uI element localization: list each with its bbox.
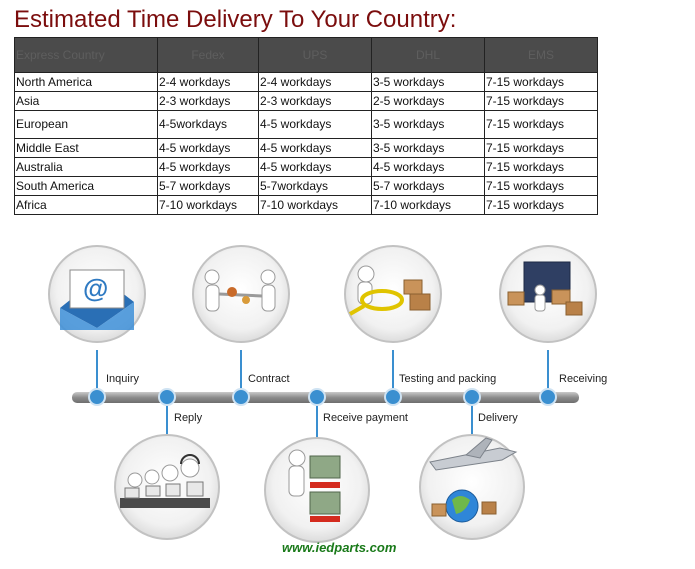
step-label-inquiry: Inquiry <box>106 373 140 385</box>
node-receiving <box>539 388 557 406</box>
header-ems: EMS <box>484 37 598 73</box>
table-cell: South America <box>14 176 158 196</box>
table-cell: 3-5 workdays <box>371 72 485 92</box>
table-cell: 4-5workdays <box>157 110 259 139</box>
table-cell: 7-15 workdays <box>484 138 598 158</box>
header-express-country: Express Country <box>14 37 158 73</box>
table-cell: 4-5 workdays <box>258 138 372 158</box>
svg-text:@: @ <box>83 273 108 303</box>
table-row: North America 2-4 workdays 2-4 workdays … <box>14 72 598 92</box>
table-cell: European <box>14 110 158 139</box>
table-cell: 5-7 workdays <box>371 176 485 196</box>
table-cell: Australia <box>14 157 158 177</box>
node-reply <box>158 388 176 406</box>
warehouse-truck-icon <box>499 245 597 343</box>
table-cell: 7-10 workdays <box>258 195 372 215</box>
table-cell: 7-10 workdays <box>371 195 485 215</box>
handshake-icon <box>192 245 290 343</box>
table-cell: 5-7workdays <box>258 176 372 196</box>
step-label-contract: Contract <box>248 373 290 385</box>
node-testing-packing <box>384 388 402 406</box>
table-cell: 3-5 workdays <box>371 138 485 158</box>
table-cell: 4-5 workdays <box>157 157 259 177</box>
magnifier-inspection-icon <box>344 245 442 343</box>
node-receive-payment <box>308 388 326 406</box>
table-cell: 2-3 workdays <box>258 91 372 111</box>
table-cell: 7-15 workdays <box>484 72 598 92</box>
table-cell: 7-10 workdays <box>157 195 259 215</box>
table-row: Africa 7-10 workdays 7-10 workdays 7-10 … <box>14 195 598 215</box>
table-cell: Asia <box>14 91 158 111</box>
table-cell: Middle East <box>14 138 158 158</box>
table-cell: 4-5 workdays <box>371 157 485 177</box>
step-label-receive-payment: Receive payment <box>323 412 408 424</box>
header-dhl: DHL <box>371 37 485 73</box>
table-cell: Africa <box>14 195 158 215</box>
money-icon <box>264 437 370 543</box>
table-cell: 7-15 workdays <box>484 91 598 111</box>
node-inquiry <box>88 388 106 406</box>
table-row: Middle East 4-5 workdays 4-5 workdays 3-… <box>14 138 598 158</box>
table-cell: 7-15 workdays <box>484 157 598 177</box>
table-header-row: Express Country Fedex UPS DHL EMS <box>14 37 598 73</box>
step-label-testing-packing: Testing and packing <box>399 373 496 385</box>
table-cell: 2-3 workdays <box>157 91 259 111</box>
timeline-connectors <box>96 350 549 438</box>
call-center-icon <box>114 434 220 540</box>
table-cell: 3-5 workdays <box>371 110 485 139</box>
airplane-globe-icon <box>419 434 525 540</box>
website-url: www.iedparts.com <box>282 540 397 555</box>
order-process-diagram: Inquiry Reply Contract Receive payment T… <box>48 245 607 555</box>
table-row: South America 5-7 workdays 5-7workdays 5… <box>14 176 598 196</box>
step-label-reply: Reply <box>174 412 203 424</box>
table-cell: 4-5 workdays <box>157 138 259 158</box>
table-cell: 2-4 workdays <box>157 72 259 92</box>
node-contract <box>232 388 250 406</box>
table-cell: 7-15 workdays <box>484 110 598 139</box>
page-title: Estimated Time Delivery To Your Country: <box>14 6 457 33</box>
table-cell: 2-5 workdays <box>371 91 485 111</box>
header-fedex: Fedex <box>157 37 259 73</box>
table-cell: 4-5 workdays <box>258 110 372 139</box>
table-cell: 7-15 workdays <box>484 195 598 215</box>
delivery-time-table: Express Country Fedex UPS DHL EMS North … <box>14 37 598 215</box>
timeline-nodes <box>88 388 557 406</box>
table-row: Australia 4-5 workdays 4-5 workdays 4-5 … <box>14 157 598 177</box>
table-cell: 5-7 workdays <box>157 176 259 196</box>
header-ups: UPS <box>258 37 372 73</box>
table-cell: 2-4 workdays <box>258 72 372 92</box>
step-label-delivery: Delivery <box>478 412 518 424</box>
table-cell: North America <box>14 72 158 92</box>
table-row: Asia 2-3 workdays 2-3 workdays 2-5 workd… <box>14 91 598 111</box>
table-cell: 7-15 workdays <box>484 176 598 196</box>
node-delivery <box>463 388 481 406</box>
table-cell: 4-5 workdays <box>258 157 372 177</box>
step-label-receiving: Receiving <box>559 373 607 385</box>
table-row: European 4-5workdays 4-5 workdays 3-5 wo… <box>14 110 598 139</box>
email-icon: @ <box>48 245 146 343</box>
